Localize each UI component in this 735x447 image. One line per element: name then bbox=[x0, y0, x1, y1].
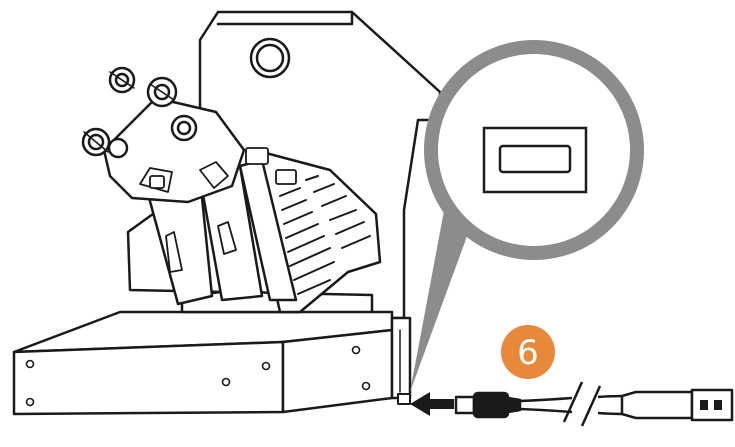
usb-port-icon bbox=[398, 394, 410, 404]
cable-connector-tip bbox=[456, 397, 474, 413]
step-badge-label: 6 bbox=[517, 333, 539, 373]
throttle-quadrant-icon bbox=[14, 12, 440, 414]
usb-cable-icon bbox=[456, 393, 630, 417]
step-badge: 6 bbox=[501, 325, 555, 379]
cable-connector-body bbox=[474, 393, 508, 417]
callout-port-inner bbox=[500, 146, 570, 172]
insertion-arrow-icon bbox=[410, 392, 454, 416]
usb-a-plug-icon bbox=[622, 390, 732, 420]
cable-break-icon bbox=[564, 382, 600, 426]
